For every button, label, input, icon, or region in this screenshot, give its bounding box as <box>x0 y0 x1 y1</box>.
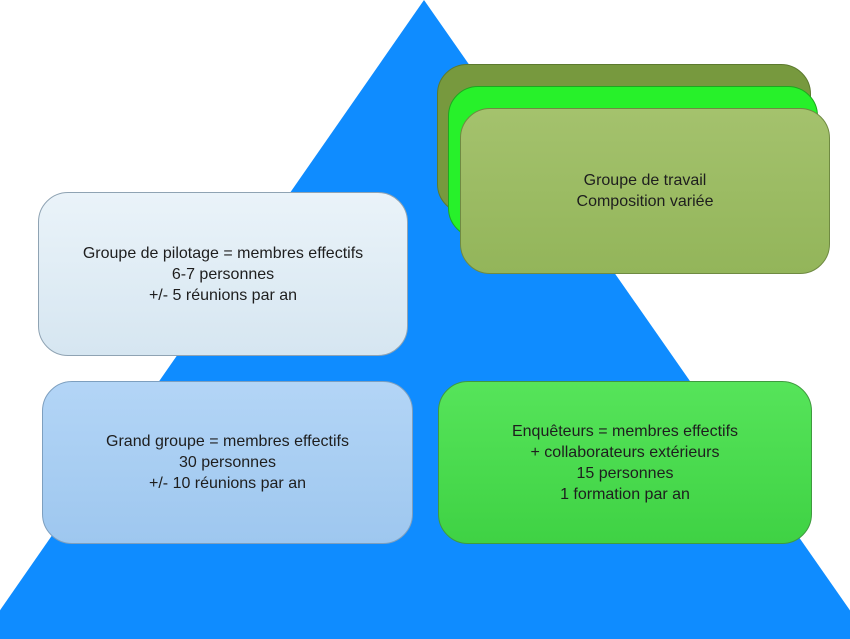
work-group-title: Groupe de travail <box>583 172 707 189</box>
investigators-training: 1 formation par an <box>560 485 690 503</box>
work-group-box: Groupe de travail Composition variée <box>460 108 830 274</box>
large-group-size: 30 personnes <box>179 454 276 471</box>
steering-group-title: Groupe de pilotage = membres effectifs <box>82 244 364 262</box>
steering-group-meetings: +/- 5 réunions par an <box>148 286 298 304</box>
work-group-composition: Composition variée <box>576 193 714 210</box>
steering-group-box: Groupe de pilotage = membres effectifs 6… <box>38 192 408 356</box>
investigators-collaborators: + collaborateurs extérieurs <box>530 443 720 461</box>
large-group-meetings: +/- 10 réunions par an <box>149 475 306 492</box>
investigators-box: Enquêteurs = membres effectifs + collabo… <box>438 381 812 544</box>
investigators-size: 15 personnes <box>576 464 674 482</box>
investigators-title: Enquêteurs = membres effectifs <box>511 422 739 440</box>
steering-group-size: 6-7 personnes <box>171 265 275 283</box>
large-group-box: Grand groupe = membres effectifs 30 pers… <box>42 381 413 544</box>
large-group-title: Grand groupe = membres effectifs <box>106 433 349 450</box>
